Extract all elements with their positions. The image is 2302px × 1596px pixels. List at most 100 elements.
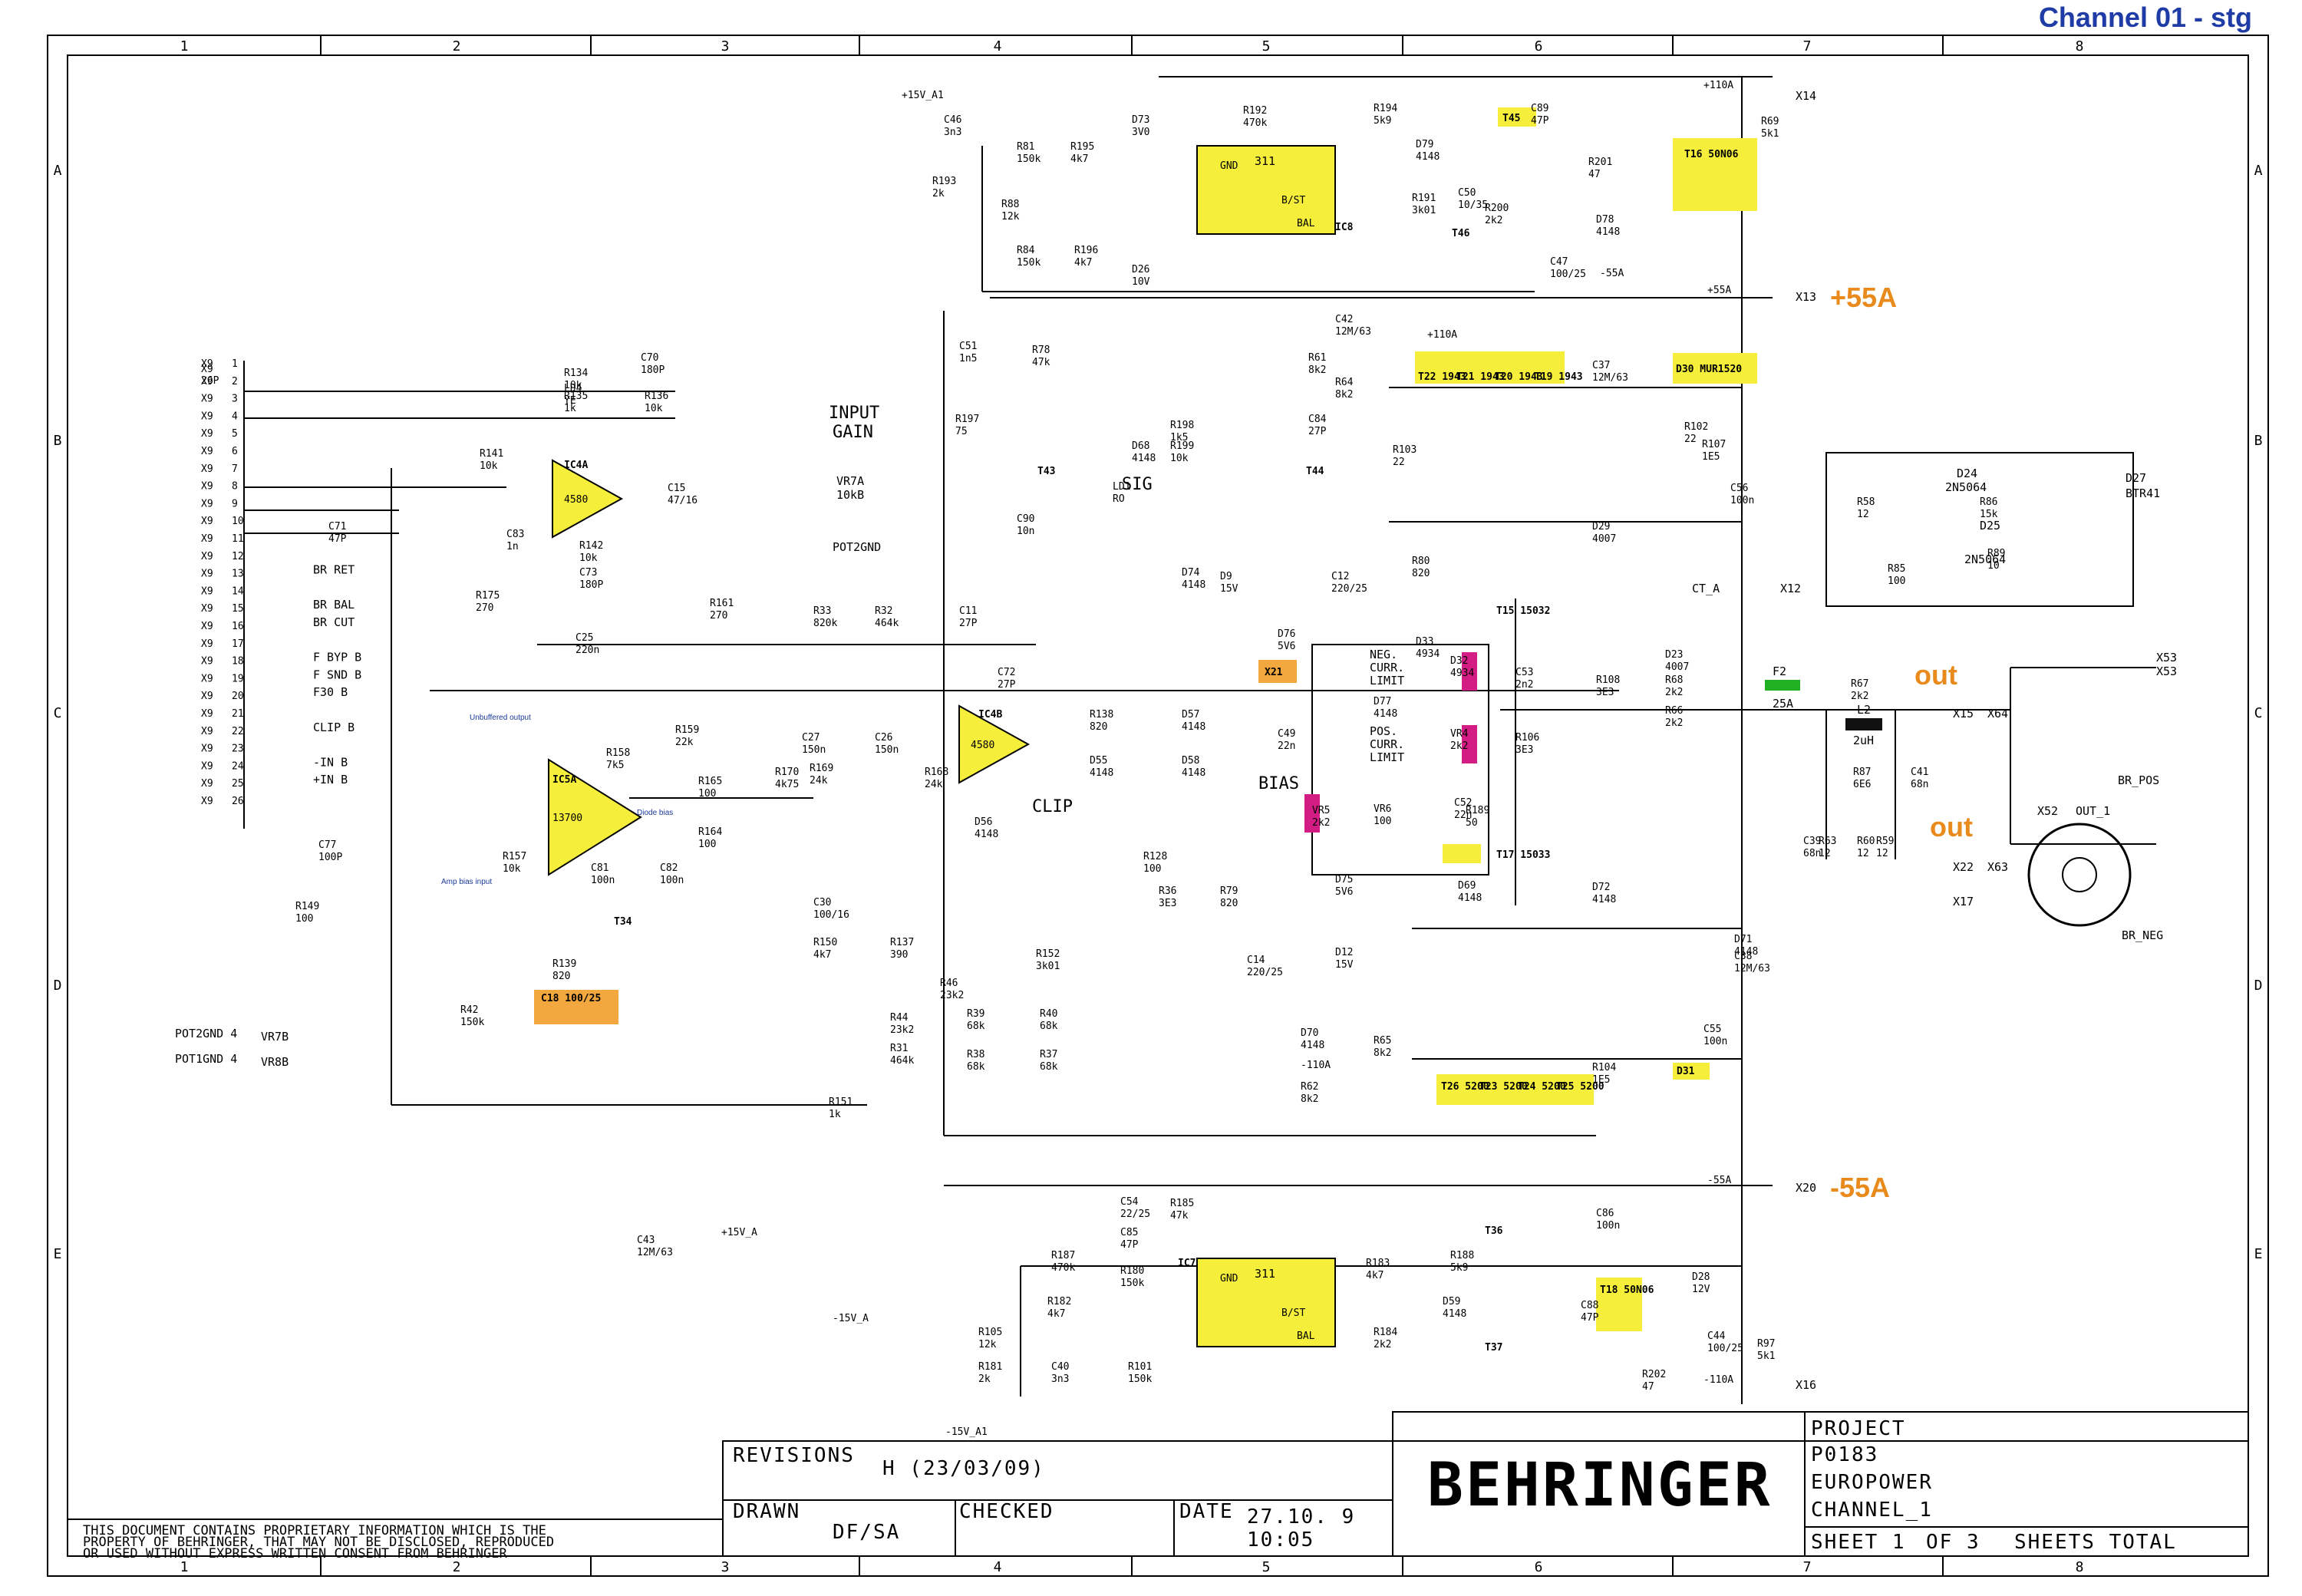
part-r128: R128: [1143, 851, 1167, 862]
part-c52-value: 22n: [1454, 810, 1472, 821]
part-d75-value: 5V6: [1335, 886, 1353, 898]
rail-m55-small: -55A: [1707, 1175, 1731, 1186]
x9-pin-number: 14: [232, 585, 244, 597]
part-c88-value: 47P: [1581, 1312, 1599, 1324]
part-r168-value: 24k: [925, 779, 943, 790]
part-ld4-value: YE: [564, 395, 576, 407]
part-r175-value: 270: [476, 602, 493, 614]
right-connector-x20: X20: [1796, 1181, 1816, 1195]
right-connector-x14: X14: [1796, 89, 1816, 103]
part-d12-value: 15V: [1335, 959, 1354, 971]
part-r164: R164: [698, 826, 722, 838]
rail-m110-bottom: -110A: [1703, 1374, 1733, 1386]
grid-col-bottom-6: 6: [1535, 1559, 1543, 1575]
grid-row-right-E: E: [2254, 1246, 2263, 1262]
part-r36: R36: [1159, 885, 1176, 897]
part-c27-value: 150n: [802, 744, 826, 756]
x9-signal-label: F SND B: [313, 668, 361, 681]
part-r136-value: 10k: [645, 403, 663, 414]
input-gain-line-2: GAIN: [833, 423, 873, 442]
sheet-of: OF 3: [1926, 1531, 1980, 1554]
part-r185-value: 47k: [1170, 1210, 1189, 1222]
ic4b-value: 4580: [971, 740, 994, 751]
x9-pin-number: 5: [232, 428, 238, 440]
part-r62: R62: [1301, 1081, 1318, 1093]
part-d78-value: 4148: [1596, 226, 1620, 238]
part-d75: D75: [1335, 874, 1353, 885]
x9-pin-name: X9: [201, 691, 213, 702]
part-c49: C49: [1278, 728, 1295, 740]
part-d29-value: 4007: [1592, 533, 1616, 545]
part-r200: R200: [1485, 203, 1509, 214]
part-r188-value: 5k9: [1450, 1262, 1468, 1274]
part-c86: C86: [1596, 1208, 1614, 1219]
part-r141-value: 10k: [480, 460, 498, 472]
right-connector-x53: X53: [2156, 664, 2177, 678]
grid-col-bottom-7: 7: [1803, 1559, 1812, 1575]
part-r68: R68: [1665, 674, 1683, 686]
part-c83-value: 1n: [506, 541, 519, 552]
drawn-by: DF/SA: [833, 1521, 900, 1544]
part-c12: C12: [1331, 571, 1349, 582]
part-c89: C89: [1531, 103, 1548, 114]
part-c50: C50: [1458, 187, 1476, 199]
part-d68-value: 4148: [1132, 453, 1156, 464]
drawn-label: DRAWN: [733, 1500, 800, 1523]
part-c84: C84: [1308, 414, 1327, 425]
part-r137-value: 390: [890, 949, 908, 961]
part-r58: R58: [1857, 496, 1875, 508]
highlight-label-4: T21 1943: [1456, 371, 1505, 383]
x9-pin-number: 26: [232, 796, 244, 807]
part-c25-value: 220n: [576, 645, 599, 656]
part-r159: R159: [675, 724, 699, 736]
pos-limit-1: POS.: [1370, 724, 1397, 738]
d24-value: 2N5064: [1945, 480, 1987, 494]
part-d57-value: 4148: [1182, 721, 1205, 733]
part-c43: C43: [637, 1235, 655, 1246]
part-c51: C51: [959, 341, 977, 352]
part-r97: R97: [1757, 1338, 1775, 1350]
x9-pin-number: 19: [232, 673, 244, 684]
part-r135-value: 1k: [564, 403, 576, 414]
part-r31: R31: [890, 1043, 908, 1054]
x9-signal-label: F30 B: [313, 685, 348, 699]
d27-label: D27: [2126, 471, 2146, 485]
part-c11-value: 27P: [959, 618, 978, 629]
d25-value: 2N5064: [1964, 552, 2006, 566]
part-c25: C25: [576, 632, 593, 644]
part-d58: D58: [1182, 755, 1199, 767]
part-d73-value: 3V0: [1132, 127, 1149, 138]
x9-pin-name: X9: [201, 498, 213, 509]
right-connector-x16: X16: [1796, 1378, 1816, 1392]
part-r195-value: 4k7: [1070, 153, 1088, 165]
part-r39-value: 68k: [967, 1021, 985, 1032]
part-c44: C44: [1707, 1331, 1726, 1342]
rail-p15-bottom: +15V_A: [721, 1227, 757, 1238]
part-r87: R87: [1853, 767, 1871, 778]
pos-limit-3: LIMIT: [1370, 750, 1404, 764]
part-r66-value: 2k2: [1665, 717, 1683, 729]
highlights: [534, 107, 1882, 1331]
ic8-bst: B/ST: [1281, 195, 1305, 206]
part-r67-value: 2k2: [1851, 691, 1868, 702]
x9-pin-number: 3: [232, 394, 238, 405]
part-c26: C26: [875, 732, 892, 744]
part-c46-value: 3n3: [944, 127, 961, 138]
part-r104-value: 1E5: [1592, 1074, 1610, 1086]
part-d77-value: 4148: [1374, 708, 1397, 720]
part-d56-value: 4148: [975, 829, 998, 840]
sheets-total: SHEETS TOTAL: [2014, 1531, 2177, 1554]
ic8-bal: BAL: [1297, 218, 1315, 229]
ct-a-label: CT_A: [1692, 582, 1720, 595]
x9-pin-number: 20: [232, 691, 244, 702]
part-r39: R39: [967, 1008, 984, 1020]
x9-signal-label: -IN B: [313, 755, 348, 769]
revisions-label: REVISIONS: [733, 1444, 855, 1467]
part-d79: D79: [1416, 139, 1433, 150]
part-ld1-value: RO: [1113, 493, 1125, 505]
part-d79-value: 4148: [1416, 151, 1440, 163]
x9-pin-name: X9: [201, 516, 213, 527]
neg-limit-2: CURR.: [1370, 661, 1404, 674]
part-r61: R61: [1308, 352, 1326, 364]
